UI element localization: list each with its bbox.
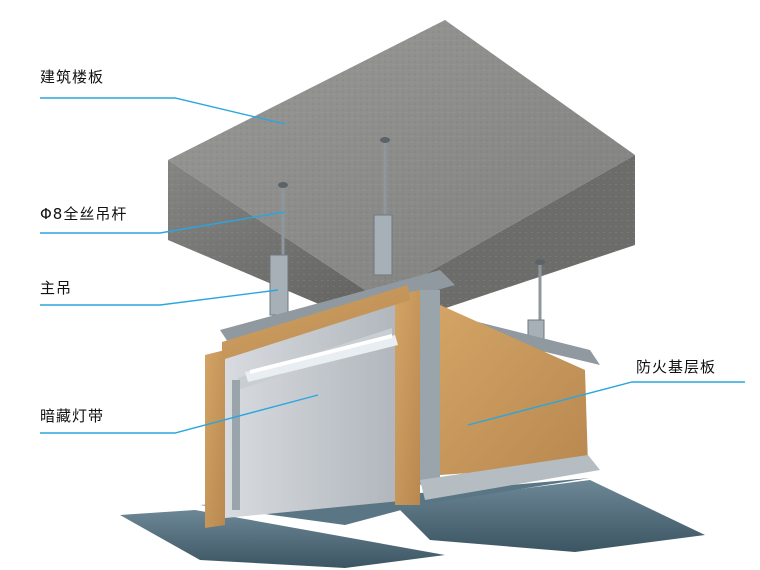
- label-main-hanger: 主吊: [40, 279, 73, 297]
- light-strip: [245, 334, 398, 382]
- label-fire-base-board: 防火基层板: [636, 358, 717, 376]
- anchor-bolts: [278, 137, 545, 265]
- label-building-floor: 建筑楼板: [40, 68, 105, 86]
- lightbox-frame: [205, 285, 420, 528]
- label-hanger-rod: Φ8全丝吊杆: [40, 205, 128, 223]
- label-hidden-light-strip: 暗藏灯带: [40, 407, 105, 425]
- fire-base-board: [420, 290, 600, 500]
- leader-lines: [40, 97, 745, 434]
